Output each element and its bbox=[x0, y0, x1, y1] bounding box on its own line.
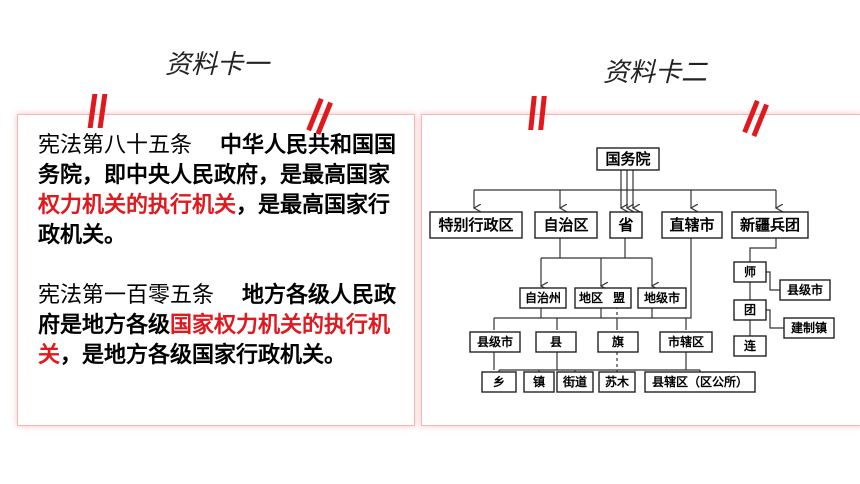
article-85-text: 宪法第八十五条 中华人民共和国国务院，即中央人民政府，是最高国家权力机关的执行机… bbox=[38, 131, 398, 251]
node-corps-town: 建制镇 bbox=[790, 320, 827, 335]
node-city-district: 市辖区 bbox=[668, 334, 704, 349]
node-town: 镇 bbox=[533, 374, 545, 389]
article-105-text: 宪法第一百零五条 地方各级人民政府是地方各级国家权力机关的执行机关，是地方各级国… bbox=[38, 281, 398, 371]
node-township: 乡 bbox=[493, 374, 505, 389]
node-sumu: 苏木 bbox=[605, 374, 630, 389]
node-sar: 特别行政区 bbox=[438, 216, 513, 234]
node-xinjiang-corps: 新疆兵团 bbox=[740, 216, 800, 234]
info-card-1 bbox=[17, 114, 415, 426]
node-municipality: 直辖市 bbox=[669, 216, 714, 234]
node-corps-county-city: 县级市 bbox=[787, 282, 823, 297]
node-prefecture: 地区 bbox=[579, 290, 603, 305]
article-105-highlight: 国家权力机关的执行机关 bbox=[38, 313, 391, 368]
node-province: 省 bbox=[617, 216, 633, 234]
article-85-body: 中华人民共和国国务院，即中央人民政府，是最高国家 bbox=[38, 133, 397, 188]
node-autonomous-prefecture: 自治州 bbox=[525, 290, 561, 305]
card1-title: 资料卡一 bbox=[165, 50, 270, 80]
node-county: 县 bbox=[550, 335, 562, 349]
node-league: 盟 bbox=[613, 291, 625, 305]
node-division: 师 bbox=[744, 264, 756, 279]
article-85-highlight: 权力机关的执行机关 bbox=[38, 193, 237, 218]
node-autonomous-region: 自治区 bbox=[543, 216, 588, 234]
article-105-lead: 宪法第一百零五条 bbox=[38, 283, 215, 308]
node-root: 国务院 bbox=[605, 150, 650, 168]
node-banner: 旗 bbox=[612, 334, 624, 349]
card2-title: 资料卡二 bbox=[603, 58, 708, 88]
article-85-tail: ，是最高国家行政机关。 bbox=[38, 193, 391, 248]
article-85-lead: 宪法第八十五条 bbox=[38, 133, 193, 158]
node-subdistrict: 街道 bbox=[562, 374, 587, 389]
node-county-city: 县级市 bbox=[477, 334, 513, 349]
article-105-tail: ，是地方各级国家行政机关。 bbox=[60, 343, 347, 368]
article-105-body: 地方各级人民政府是地方各级 bbox=[38, 283, 397, 338]
node-regiment: 团 bbox=[744, 303, 756, 317]
node-county-district-office: 县辖区（区公所） bbox=[652, 374, 748, 389]
node-company: 连 bbox=[744, 338, 757, 353]
node-prefecture-city: 地级市 bbox=[644, 290, 680, 305]
